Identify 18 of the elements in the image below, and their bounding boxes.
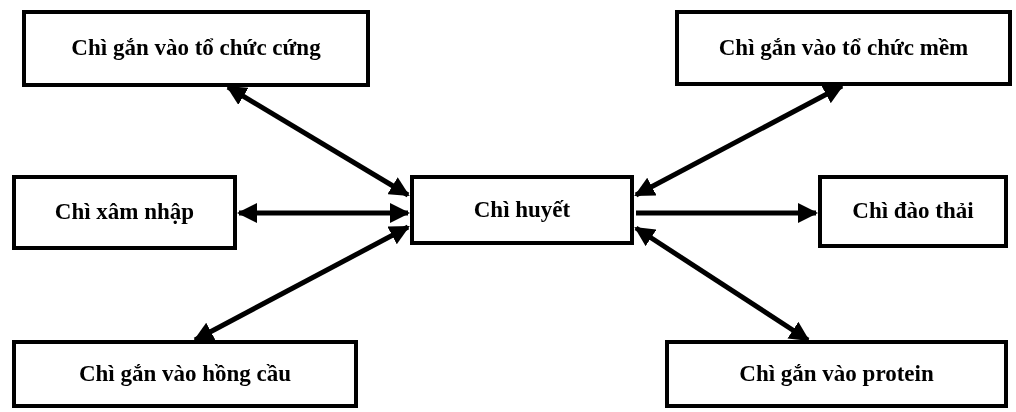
process-box <box>12 175 237 250</box>
box-label: Chì huyết <box>473 195 571 224</box>
arrow <box>237 203 410 223</box>
process-box <box>12 340 358 408</box>
box-label: Chì đào thải <box>852 197 974 226</box>
process-box <box>675 10 1012 86</box>
process-box <box>22 10 370 87</box>
arrow <box>193 224 410 343</box>
arrow <box>636 203 818 223</box>
process-box <box>665 340 1008 408</box>
box-label: Chì gắn vào hồng cầu <box>78 359 292 388</box>
box-label: Chì gắn vào tổ chức cứng <box>71 34 321 63</box>
arrow <box>634 225 810 343</box>
process-box <box>410 175 634 245</box>
process-box <box>818 175 1008 248</box>
box-label: Chì gắn vào tổ chức mềm <box>718 33 969 62</box>
box-label: Chì xâm nhập <box>54 198 195 227</box>
box-label: Chì gắn vào protein <box>739 359 934 388</box>
